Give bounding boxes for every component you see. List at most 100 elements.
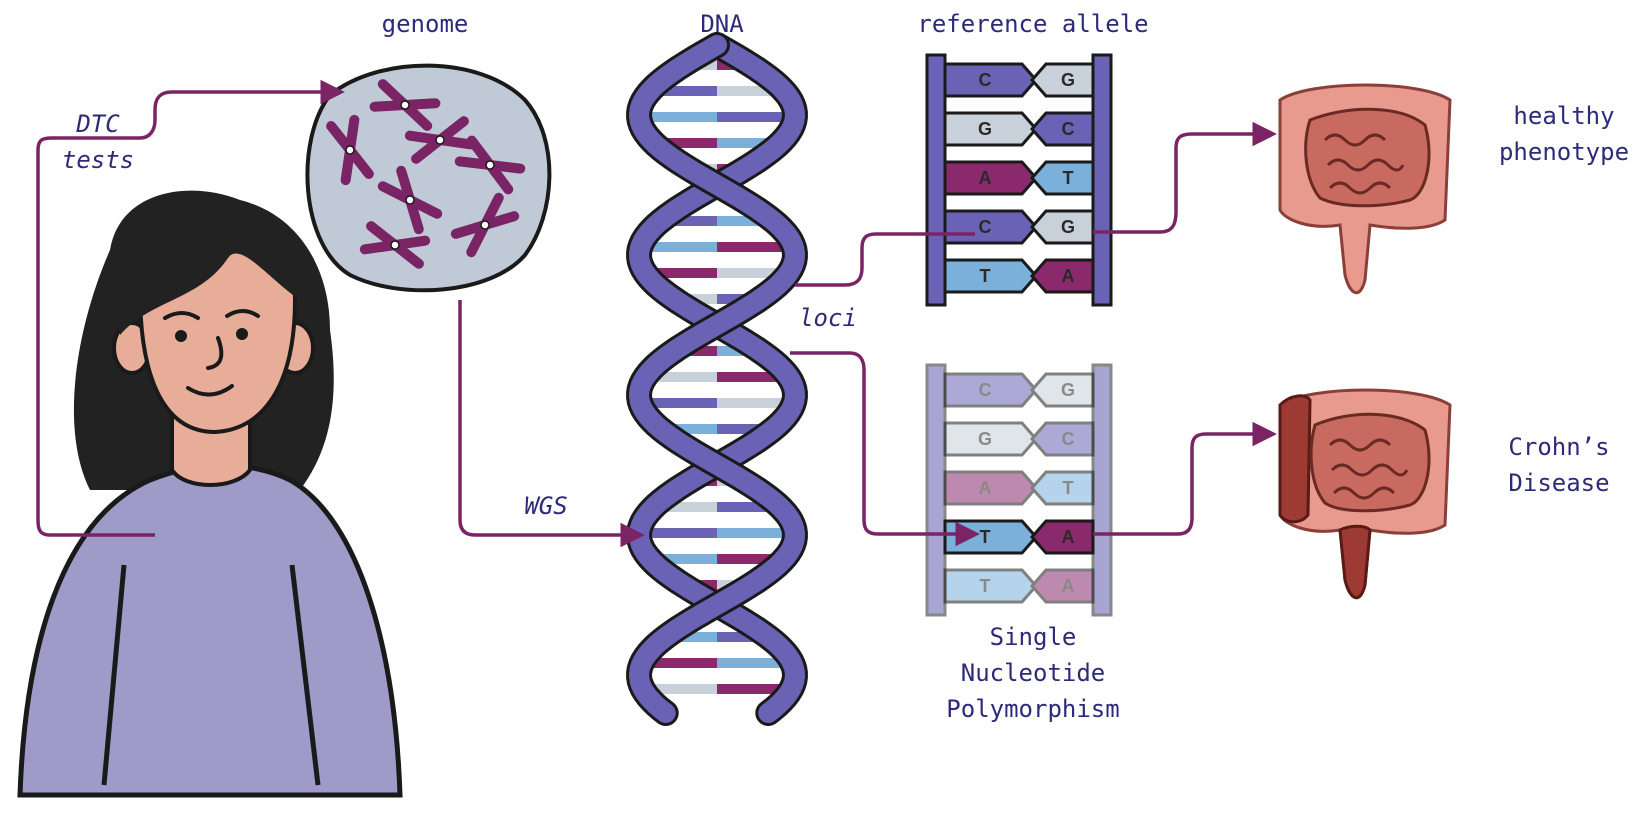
snp-base-left-letter: C: [979, 380, 992, 400]
healthy-label-line2: phenotype: [1499, 138, 1629, 166]
person-figure: [17, 190, 403, 798]
dna-label: DNA: [700, 10, 744, 38]
snp-base-left-letter: G: [978, 429, 992, 449]
eyebrow-left: [163, 311, 200, 320]
inflamed-segment-bottom: [1338, 524, 1372, 599]
snp-rail-right: [1091, 363, 1113, 617]
snp-base-right-letter: C: [1062, 429, 1075, 449]
eye-right: [236, 328, 248, 340]
healthy-label-line1: healthy: [1513, 102, 1614, 130]
shirt-fold-right: [289, 564, 321, 786]
snp-base-left-letter: T: [980, 527, 991, 547]
ref-base-left-3: [943, 160, 1038, 196]
snp-base-right-1: [1030, 372, 1095, 408]
snp-base-right-4: [1030, 519, 1095, 555]
snp-base-right-2: [1030, 421, 1095, 457]
snp-base-right-5: [1030, 568, 1095, 604]
snp-label-line1: Single: [990, 623, 1077, 651]
ref-base-left-letter: C: [979, 70, 992, 90]
mouth: [186, 384, 234, 397]
helix-strand-b: [629, 35, 805, 723]
snp-base-right-letter: G: [1061, 380, 1075, 400]
eyebrow-right: [225, 309, 260, 318]
wgs-label: WGS: [524, 492, 567, 520]
ladder-rail-right: [1091, 53, 1113, 307]
ref-base-right-2: [1030, 111, 1095, 147]
ref-base-right-letter: A: [1062, 266, 1075, 286]
snp-base-left-1: [943, 372, 1038, 408]
snp-base-left-letter: A: [979, 478, 992, 498]
snp-label-line2: Nucleotide: [961, 659, 1106, 687]
reference-allele-label: reference allele: [917, 10, 1148, 38]
ref-base-left-letter: T: [980, 266, 991, 286]
inflamed-segment-left: [1278, 394, 1312, 524]
ref-base-right-4: [1030, 209, 1095, 245]
snp-base-right-letter: A: [1062, 576, 1075, 596]
dtc-label-line1: DTC: [75, 110, 120, 138]
shirt-fold-left: [101, 564, 127, 786]
snp-base-right-3: [1030, 470, 1095, 506]
intestine-folds: [1328, 438, 1409, 500]
ref-base-left-5: [943, 258, 1038, 294]
snp-base-right-letter: T: [1063, 478, 1074, 498]
genome-label: genome: [382, 10, 469, 38]
dtc-label-line2: tests: [62, 146, 134, 174]
ref-base-right-letter: C: [1062, 119, 1075, 139]
hair-fringe: [110, 197, 303, 335]
healthy-intestine: [1278, 83, 1452, 294]
snp-base-left-letter: T: [980, 576, 991, 596]
nose: [206, 336, 224, 370]
dna-double-helix: [626, 32, 808, 726]
ref-base-left-letter: G: [978, 119, 992, 139]
crohns-label-line2: Disease: [1508, 469, 1609, 497]
snp-base-left-2: [943, 421, 1038, 457]
chromosome-group: [326, 79, 526, 269]
ref-base-right-letter: G: [1061, 70, 1075, 90]
genome-cell: [305, 63, 552, 293]
ref-base-left-letter: C: [979, 217, 992, 237]
chromosome-3: [454, 135, 526, 195]
small-intestine-mass: [1304, 107, 1431, 208]
ref-base-right-1: [1030, 62, 1095, 98]
arrow-genome-to-dna: [458, 300, 645, 548]
ref-base-left-letter: A: [979, 168, 992, 188]
intestine-folds: [1323, 133, 1405, 195]
ref-base-left-1: [943, 62, 1038, 98]
snp-base-left-3: [943, 470, 1038, 506]
chromosome-6: [450, 192, 520, 258]
ref-base-right-letter: G: [1061, 217, 1075, 237]
ref-base-right-3: [1030, 160, 1095, 196]
shirt: [17, 462, 403, 798]
ref-base-right-letter: T: [1063, 168, 1074, 188]
snp-base-left-5: [943, 568, 1038, 604]
small-intestine-mass: [1309, 412, 1431, 513]
snp-base-left-4: [943, 519, 1038, 555]
crohns-label-line1: Crohn’s: [1508, 433, 1609, 461]
ref-base-left-2: [943, 111, 1038, 147]
cell-membrane: [305, 63, 552, 293]
arrow-snp-to-crohns: [1093, 421, 1277, 536]
eye-left: [175, 330, 187, 342]
ladder-rail-left: [925, 53, 947, 307]
snp-rail-left: [925, 363, 947, 617]
arrow-person-to-genome: [36, 79, 345, 537]
chromosome-5: [377, 165, 443, 235]
loci-label: loci: [799, 304, 857, 332]
chromosome-1: [369, 79, 441, 131]
diseased-intestine: [1278, 388, 1452, 599]
arrow-reference-to-healthy: [1093, 121, 1277, 234]
chromosome-4: [326, 114, 374, 186]
